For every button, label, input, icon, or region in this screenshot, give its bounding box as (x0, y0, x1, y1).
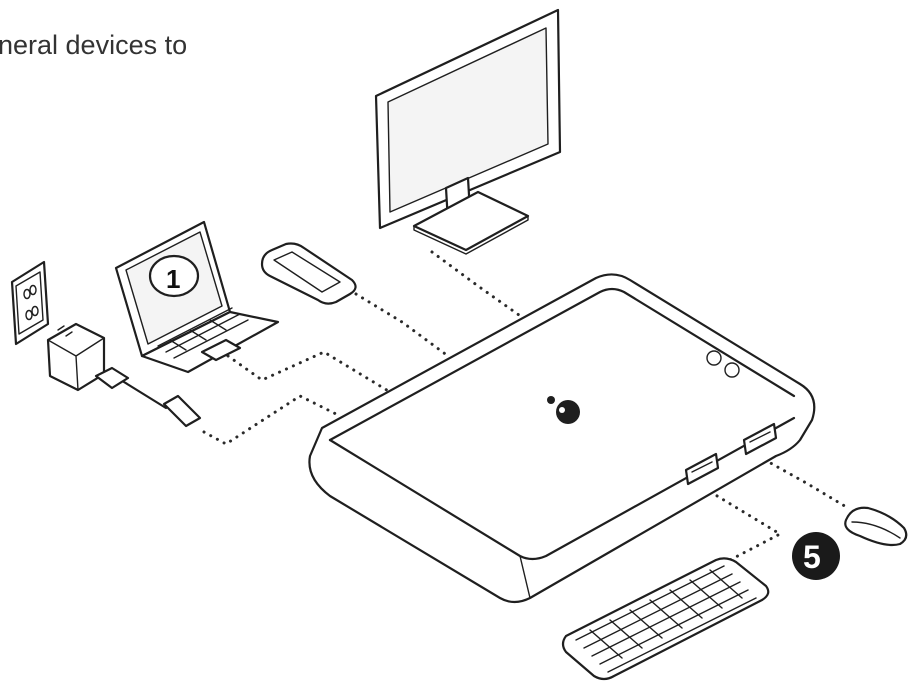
cable-keyboard (702, 486, 784, 562)
usb-port-icon (742, 422, 778, 456)
step-5-marker: 5 (792, 532, 840, 580)
logo-icon (547, 396, 580, 424)
cable-laptop (226, 350, 392, 394)
instruction-text: neral devices to (0, 30, 188, 60)
mouse-icon (844, 506, 908, 547)
keyboard-icon (561, 557, 770, 681)
smartphone-icon (260, 242, 357, 305)
step-5-label: 5 (803, 539, 821, 575)
laptop-icon: 1 (114, 220, 280, 374)
status-led-2 (724, 362, 740, 378)
laptop-keyboard-keys (157, 307, 249, 362)
docking-station-icon (308, 273, 816, 604)
power-outlet-icon (10, 260, 50, 346)
step-1-marker (148, 254, 200, 298)
cable-power (202, 394, 342, 446)
cable-mouse (756, 454, 850, 510)
usb-port-icon (684, 452, 720, 486)
cable-monitor (430, 250, 528, 322)
connection-cables (202, 250, 850, 562)
status-led-1 (706, 350, 722, 366)
keyboard-keys (575, 565, 757, 673)
monitor-icon (374, 8, 562, 255)
power-adapter-icon (46, 322, 202, 428)
step-1-label: 1 (166, 264, 180, 294)
cable-phone (354, 292, 450, 358)
